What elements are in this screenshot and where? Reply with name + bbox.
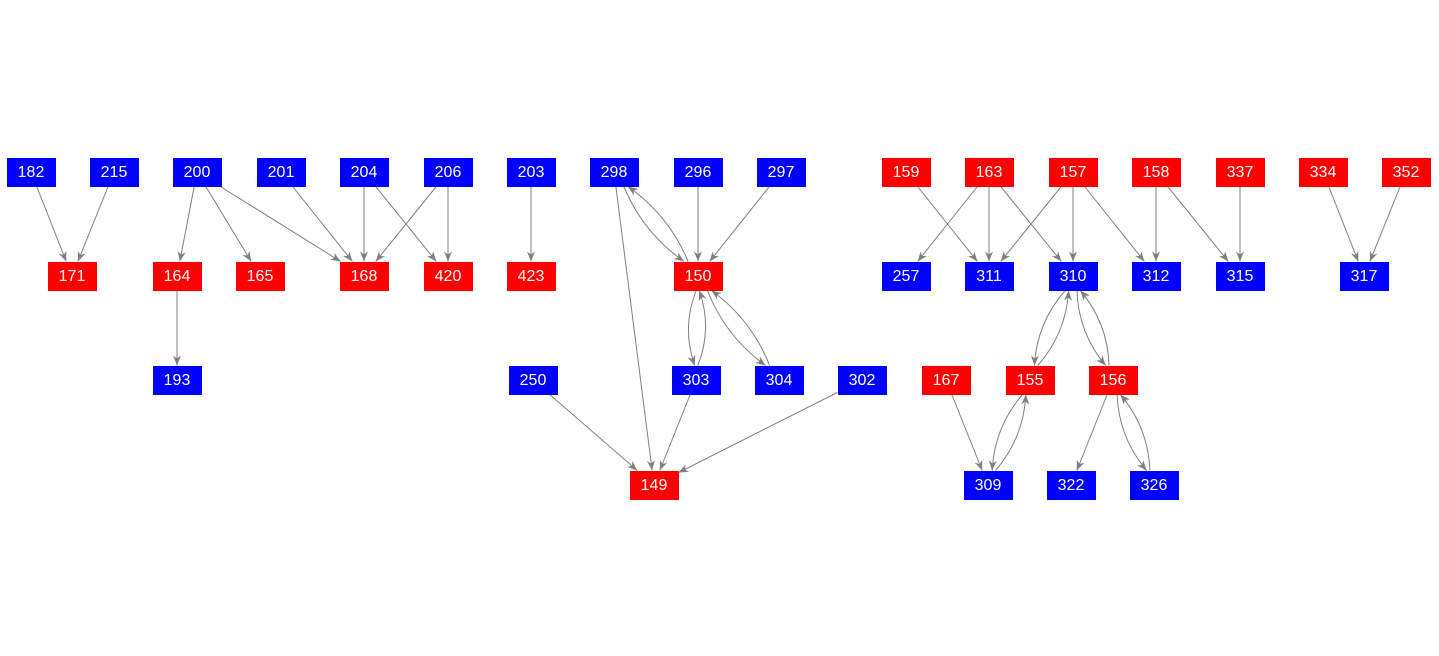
node-159[interactable]: 159 <box>881 157 931 187</box>
edge-150-to-303 <box>687 290 697 366</box>
node-171[interactable]: 171 <box>47 261 97 291</box>
edge-157-to-311 <box>1000 186 1062 262</box>
node-352[interactable]: 352 <box>1381 157 1431 187</box>
edge-163-to-257 <box>917 186 978 262</box>
node-250[interactable]: 250 <box>508 365 558 395</box>
node-337[interactable]: 337 <box>1215 157 1265 187</box>
node-155[interactable]: 155 <box>1005 365 1055 395</box>
edge-157-to-312 <box>1084 186 1145 262</box>
edge-200-to-168 <box>220 186 341 262</box>
edge-297-to-150 <box>709 186 770 262</box>
node-296[interactable]: 296 <box>673 157 723 187</box>
node-317[interactable]: 317 <box>1339 261 1389 291</box>
node-157[interactable]: 157 <box>1048 157 1098 187</box>
node-203[interactable]: 203 <box>506 157 556 187</box>
edge-303-to-150 <box>697 290 707 366</box>
node-298[interactable]: 298 <box>589 157 639 187</box>
edge-167-to-309 <box>951 394 983 471</box>
edge-201-to-168 <box>292 186 353 262</box>
node-182[interactable]: 182 <box>6 157 56 187</box>
node-309[interactable]: 309 <box>963 470 1013 500</box>
edge-334-to-317 <box>1328 186 1359 262</box>
edge-310-to-156 <box>1076 290 1107 366</box>
edge-156-to-310 <box>1079 290 1110 366</box>
node-297[interactable]: 297 <box>756 157 806 187</box>
node-164[interactable]: 164 <box>152 261 202 291</box>
node-304[interactable]: 304 <box>754 365 804 395</box>
node-200[interactable]: 200 <box>172 157 222 187</box>
edge-352-to-317 <box>1369 186 1401 262</box>
edge-200-to-164 <box>177 186 195 262</box>
edge-250-to-149 <box>549 394 638 471</box>
edge-298-to-150 <box>623 186 685 262</box>
node-158[interactable]: 158 <box>1131 157 1181 187</box>
node-163[interactable]: 163 <box>964 157 1014 187</box>
edge-156-to-326 <box>1116 394 1147 471</box>
edge-298-to-149 <box>615 186 655 471</box>
node-168[interactable]: 168 <box>339 261 389 291</box>
node-204[interactable]: 204 <box>339 157 389 187</box>
node-156[interactable]: 156 <box>1088 365 1138 395</box>
node-201[interactable]: 201 <box>256 157 306 187</box>
node-310[interactable]: 310 <box>1048 261 1098 291</box>
node-423[interactable]: 423 <box>506 261 556 291</box>
node-303[interactable]: 303 <box>671 365 721 395</box>
node-326[interactable]: 326 <box>1129 470 1179 500</box>
node-150[interactable]: 150 <box>673 261 723 291</box>
edge-156-to-322 <box>1076 394 1108 471</box>
edge-326-to-156 <box>1120 394 1151 471</box>
node-215[interactable]: 215 <box>89 157 139 187</box>
node-302[interactable]: 302 <box>837 365 887 395</box>
node-312[interactable]: 312 <box>1131 261 1181 291</box>
node-257[interactable]: 257 <box>881 261 931 291</box>
node-322[interactable]: 322 <box>1046 470 1096 500</box>
edge-206-to-168 <box>375 186 437 262</box>
edge-158-to-315 <box>1167 186 1229 262</box>
edge-182-to-171 <box>36 186 67 262</box>
edge-302-to-149 <box>678 391 838 474</box>
node-165[interactable]: 165 <box>235 261 285 291</box>
node-193[interactable]: 193 <box>152 365 202 395</box>
edge-309-to-155 <box>995 394 1030 471</box>
edge-150-to-298 <box>627 186 689 262</box>
node-149[interactable]: 149 <box>629 470 679 500</box>
node-334[interactable]: 334 <box>1298 157 1348 187</box>
edge-155-to-310 <box>1037 290 1073 366</box>
edge-303-to-149 <box>659 394 691 471</box>
node-311[interactable]: 311 <box>964 261 1014 291</box>
edge-150-to-304 <box>706 290 766 366</box>
node-315[interactable]: 315 <box>1215 261 1265 291</box>
edge-304-to-150 <box>711 290 771 366</box>
edge-215-to-171 <box>77 186 109 262</box>
edge-200-to-165 <box>205 186 252 262</box>
node-206[interactable]: 206 <box>423 157 473 187</box>
edge-310-to-155 <box>1030 290 1066 366</box>
edge-155-to-309 <box>988 394 1023 471</box>
node-167[interactable]: 167 <box>921 365 971 395</box>
node-420[interactable]: 420 <box>423 261 473 291</box>
